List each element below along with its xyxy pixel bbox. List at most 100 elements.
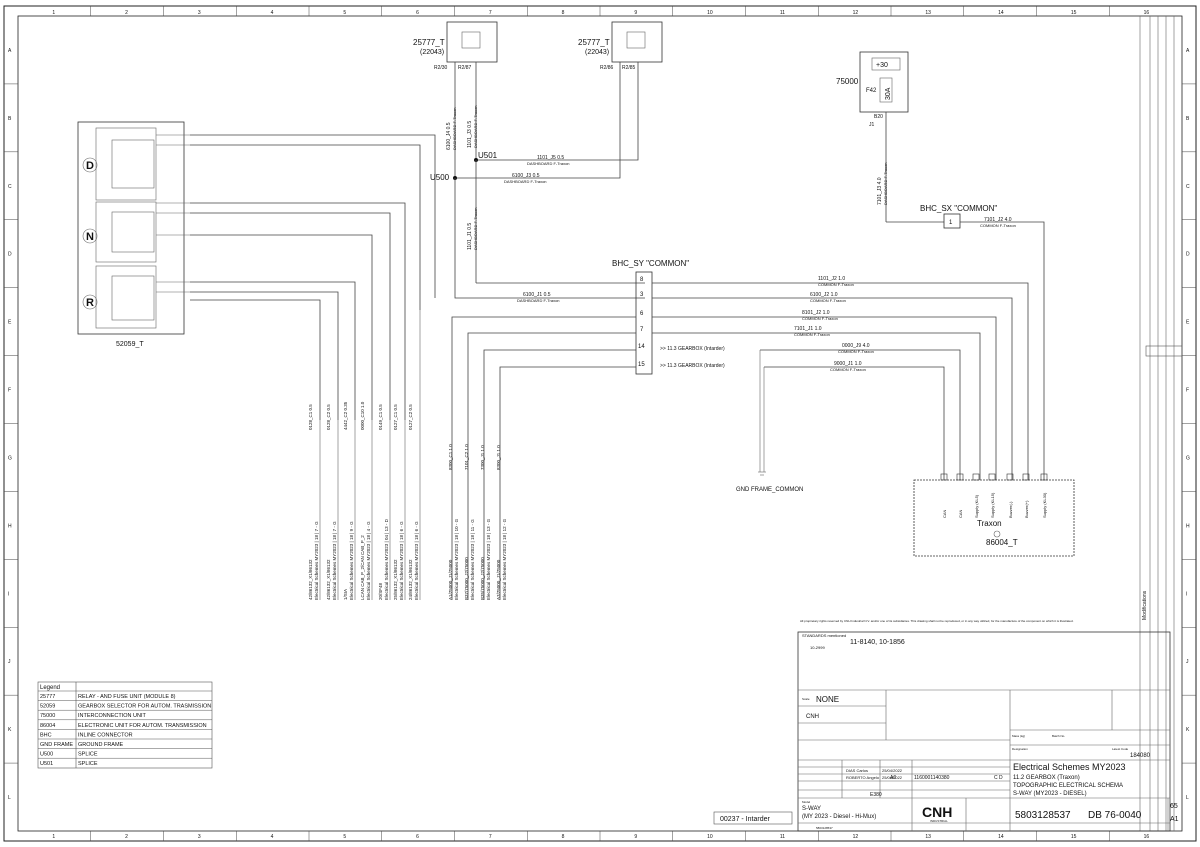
wire-label: 7300_J1 1.0 <box>480 445 485 470</box>
svg-text:7101_J3 4.0: 7101_J3 4.0 <box>877 177 883 205</box>
column-marker: 16 <box>1144 834 1150 840</box>
column-marker: 16 <box>1144 10 1150 16</box>
vertical-labels-mid: Electrical Schemes MY2023 | 18 | 10 - GA… <box>448 444 507 600</box>
ecu-pin-label: Supply (KL30) <box>1042 492 1047 518</box>
ecu-pin <box>988 473 996 481</box>
row-marker: A <box>1186 48 1190 54</box>
cross-ref-label: Electrical Schemes MY2023 | 18 | 7 - G <box>314 521 319 600</box>
column-marker: 8 <box>562 834 565 840</box>
cross-ref-label: Electrical Schemes MY2023 | 18 | 11 - G <box>470 519 475 600</box>
row-marker: I <box>1186 591 1187 597</box>
column-marker: 8 <box>562 10 565 16</box>
svg-text:15: 15 <box>638 362 645 368</box>
order-number: 1160001140380 <box>914 775 950 781</box>
row-marker: F <box>8 388 11 394</box>
legend-code: U501 <box>40 761 53 767</box>
modifications-strip: Modifications <box>1139 16 1183 831</box>
title-block: All proprietary rights reserved by CNH I… <box>797 619 1179 832</box>
column-marker: 10 <box>707 834 713 840</box>
sy-to-ecu-wires: 1101_J2 1.0 COMMON F-Traxon 6100_J2 1.0 … <box>652 276 1029 480</box>
wire-label: 0149_C1 0.5 <box>378 404 383 430</box>
svg-text:6: 6 <box>640 311 644 317</box>
model-label: Model <box>802 800 811 804</box>
ground-label: GND FRAME_COMMON <box>736 487 803 493</box>
vertical-labels-left: Electrical Schemes MY2023 | 18 | 7 - G42… <box>308 401 419 600</box>
latest-code-value: 184080 <box>1130 753 1151 759</box>
row-marker: I <box>8 591 9 597</box>
relay-2-sub: (22043) <box>585 49 609 56</box>
fuse-pin-top: B20 <box>874 114 883 120</box>
sheet-number: 65 <box>1170 803 1178 810</box>
svg-text:14: 14 <box>638 344 645 350</box>
column-marker: 4 <box>271 834 274 840</box>
legend-header: Legend <box>40 685 60 691</box>
date-2: 25/04/2022 <box>882 775 903 780</box>
wire-label: 8300_C1 1.0 <box>448 444 453 470</box>
svg-text:7101_J1 1.0: 7101_J1 1.0 <box>794 326 822 332</box>
bhc-sx-name: BHC_SX "COMMON" <box>920 204 997 213</box>
latest-code-label: Latest Code <box>1112 747 1129 751</box>
column-marker: 5 <box>343 10 346 16</box>
doc-suffix: DB 76-0040 <box>1088 810 1142 821</box>
svg-text:1101_J5 0.5: 1101_J5 0.5 <box>537 155 564 161</box>
svg-text:6100_J4 0.5: 6100_J4 0.5 <box>446 122 452 150</box>
legend-desc: GROUND FRAME <box>78 742 124 748</box>
modifications-label: Modifications <box>1142 590 1148 620</box>
legend-desc: SPLICE <box>78 761 98 767</box>
legend-desc: ELECTRONIC UNIT FOR AUTOM. TRANSMISSION <box>78 723 207 729</box>
column-marker: 13 <box>925 10 931 16</box>
cross-ref-sub: 25/86132_X1/86132 <box>393 559 398 600</box>
row-marker: J <box>1186 659 1189 665</box>
svg-text:6100_J1 0.5: 6100_J1 0.5 <box>523 292 551 298</box>
date-1: 25/04/2022 <box>882 768 903 773</box>
sy-target-14: >> 11.3 GEARBOX (Intarder) <box>660 346 725 352</box>
splice-u501: U501 <box>478 151 498 160</box>
column-marker: 7 <box>489 834 492 840</box>
ecu-name: Traxon <box>977 519 1002 528</box>
wire-label: 0128_C2 0.5 <box>326 404 331 430</box>
selector-wires <box>190 134 436 600</box>
selector-pos-d: D <box>86 160 94 172</box>
svg-text:9000_J1 1.0: 9000_J1 1.0 <box>834 361 862 367</box>
ecu-pin <box>956 473 964 481</box>
svg-text:8101_J2 1.0: 8101_J2 1.0 <box>802 310 830 316</box>
cross-ref-sub: 20/SF48 <box>378 582 383 600</box>
drawing-title: Electrical Schemes MY2023 <box>1013 762 1126 772</box>
relay-2: 25777_T (22043) R2/86 R2/85 <box>455 21 663 179</box>
connector-bhc-sx: BHC_SX "COMMON" 1 7101_J2 4.0 COMMON F-T… <box>920 204 1045 480</box>
relay-1-sub: (22043) <box>420 49 444 56</box>
row-marker: D <box>8 252 12 258</box>
ecu-pin-label: Supply (KL5) <box>974 494 979 518</box>
cross-ref-sub: 1/SIA <box>343 589 348 600</box>
cross-ref-label: Electrical Schemes MY2023 | 18 | 6 - G <box>399 521 404 600</box>
svg-text:COMMON F-Traxon: COMMON F-Traxon <box>830 367 866 372</box>
bhc-sy-name: BHC_SY "COMMON" <box>612 259 689 268</box>
ecu-pin-label: Buzzer(+) <box>1024 500 1029 518</box>
fuse-unit-name: 75000 <box>836 77 859 86</box>
cross-ref-sub: 24/86132_X1/86132 <box>408 559 413 600</box>
ground-symbol: GND FRAME_COMMON <box>736 471 803 493</box>
cross-ref-sub: A7/75000_J1/75000 <box>496 559 501 600</box>
column-marker: 4 <box>271 10 274 16</box>
splice-u500: U500 <box>430 173 450 182</box>
cross-ref-label: Electrical Schemes MY2023 | 18 | 13 - G <box>486 518 491 600</box>
standards-label: STANDARDS mentioned <box>802 633 846 638</box>
svg-text:7: 7 <box>640 327 644 333</box>
cross-ref-label: Electrical Schemes MY2023 | 18 | 12 - G <box>502 518 507 600</box>
row-marker: K <box>1186 727 1190 733</box>
svg-text:1: 1 <box>949 220 953 226</box>
cross-ref-sub: LCAN CAB_P_2/CAN CAB_P_2 <box>360 535 365 600</box>
svg-text:DASHBOARD F-Traxon: DASHBOARD F-Traxon <box>527 161 570 166</box>
drawing-sub3: S-WAY (MY2023 - DIESEL) <box>1013 791 1087 797</box>
model-line2: (MY 2023 - Diesel - Hi-Mux) <box>802 814 876 820</box>
connector-bhc-sy: BHC_SY "COMMON" 8 3 6 7 14 15 >> 11.3 GE… <box>612 259 725 375</box>
svg-text:1101_J2 1.0: 1101_J2 1.0 <box>818 276 845 282</box>
fuse-unit: +30 30A F42 75000 B20 J1 7101_J3 4.0 DAS… <box>836 51 944 223</box>
cnh-label: CNH <box>806 714 819 720</box>
ecu-code: 86004_T <box>986 538 1018 547</box>
drawing-sub1: 11.2 GEARBOX (Traxon) <box>1013 775 1080 781</box>
row-marker: E <box>1186 320 1190 326</box>
relay-1: 25777_T (22043) R2/30 R2/87 <box>413 21 498 180</box>
